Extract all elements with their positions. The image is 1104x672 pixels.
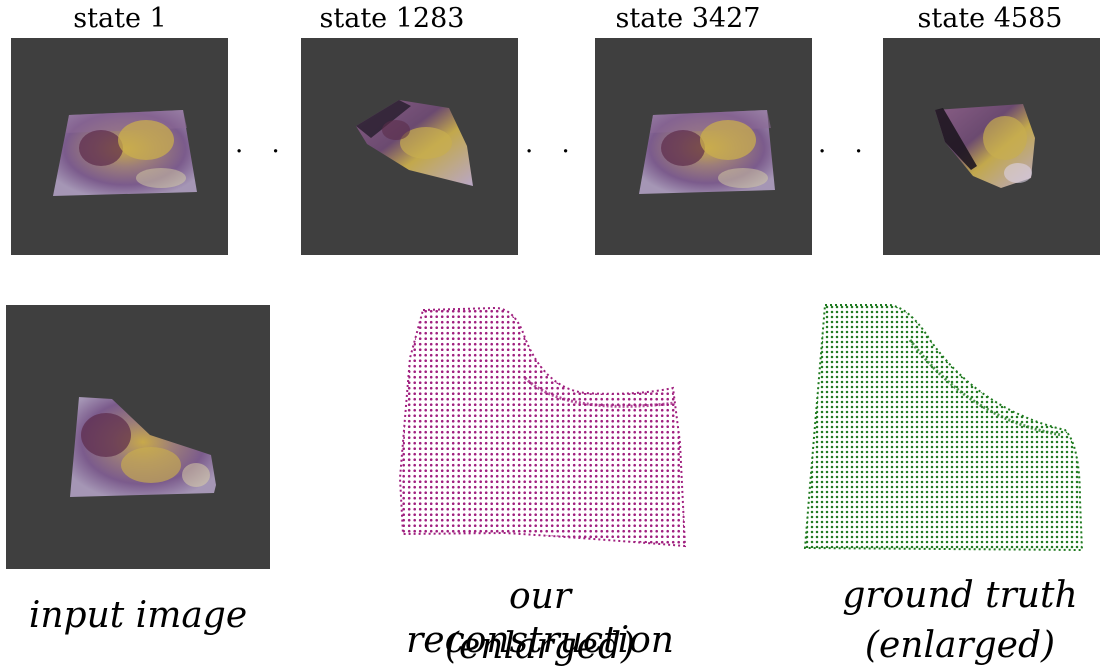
- ground-truth-point-cloud: [803, 304, 1084, 552]
- ellipsis-2: · · ·: [525, 137, 617, 167]
- tissue-deformed-shape: [356, 100, 473, 186]
- tissue-flat-shape-2: [639, 110, 775, 194]
- state-3427-image: [595, 38, 812, 255]
- caption-ground-truth-line1: ground truth: [842, 575, 1078, 616]
- state-4585-image: [883, 38, 1100, 255]
- state-label-4585: state 4585: [917, 3, 1063, 34]
- state-label-3427: state 3427: [615, 3, 761, 34]
- caption-input-image: input image: [28, 595, 248, 636]
- reconstruction-point-cloud: [398, 306, 687, 548]
- input-image-panel: [6, 305, 270, 569]
- tissue-flat-shape: [53, 110, 197, 196]
- state-label-1: state 1: [73, 3, 167, 34]
- tissue-input-shape: [70, 397, 216, 497]
- state-label-1283: state 1283: [319, 3, 465, 34]
- state-1283-image: [301, 38, 518, 255]
- caption-ground-truth-line2: (enlarged): [864, 625, 1056, 666]
- state-1-image: [11, 38, 228, 255]
- caption-reconstruction-line2: (enlarged): [444, 626, 636, 667]
- caption-reconstruction-line1: our reconstruction: [406, 576, 674, 661]
- tissue-folded-shape: [935, 104, 1035, 188]
